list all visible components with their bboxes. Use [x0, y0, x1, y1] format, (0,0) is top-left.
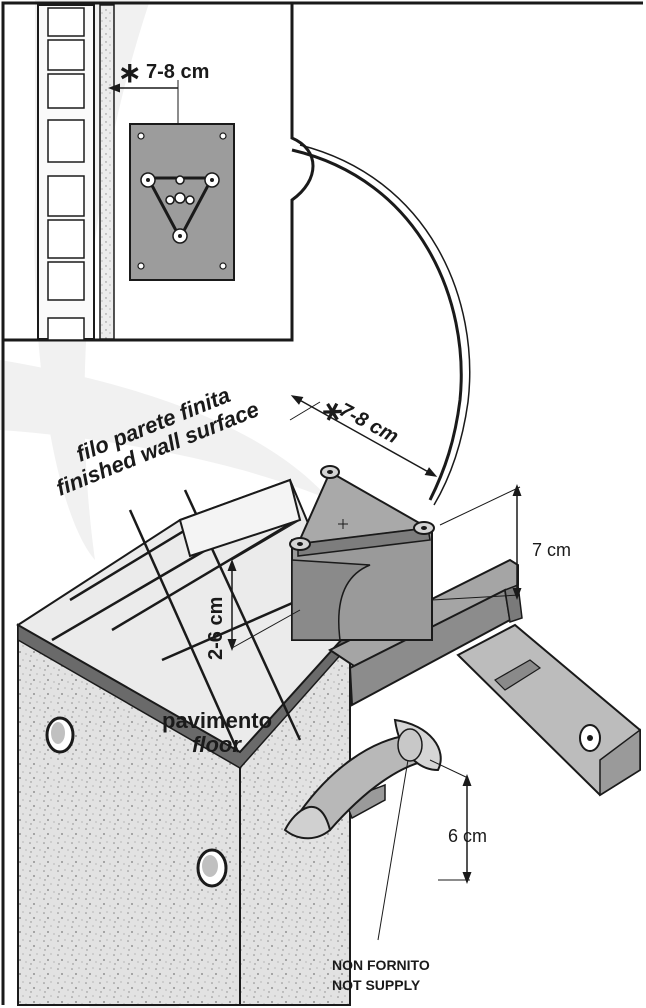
asterisk-icon: ∗: [118, 57, 141, 88]
wall-dimension: ∗ 7-8 cm: [289, 392, 438, 477]
floor-dimension: 2-6 cm: [205, 519, 301, 660]
pipe-dimension-label: 6 cm: [448, 826, 487, 846]
concrete-block: [17, 622, 351, 1006]
level-tool-icon: [456, 623, 641, 797]
pipe-dimension: 6 cm: [429, 759, 487, 884]
inset-wall: [37, 4, 115, 341]
floor-italian: pavimento: [162, 708, 272, 733]
inset-dimension-label: 7-8 cm: [146, 61, 209, 83]
wall-dimension-label: 7-8 cm: [336, 399, 402, 448]
inset-mounting-plate: [129, 123, 235, 281]
floor-english: floor: [192, 732, 242, 757]
mounting-bracket: [289, 465, 523, 820]
not-supplied-italian: NON FORNITO: [332, 957, 430, 973]
height-dimension: 7 cm: [431, 484, 571, 601]
drain-pipe-icon: [283, 718, 442, 840]
callout-arc: [291, 148, 463, 501]
not-supplied-callout: NON FORNITO NOT SUPPLY: [332, 759, 430, 993]
not-supplied-english: NOT SUPPLY: [332, 977, 421, 993]
floor-labels: pavimento floor: [162, 708, 272, 757]
height-dimension-label: 7 cm: [532, 540, 571, 560]
floor-dimension-label: 2-6 cm: [205, 597, 227, 660]
